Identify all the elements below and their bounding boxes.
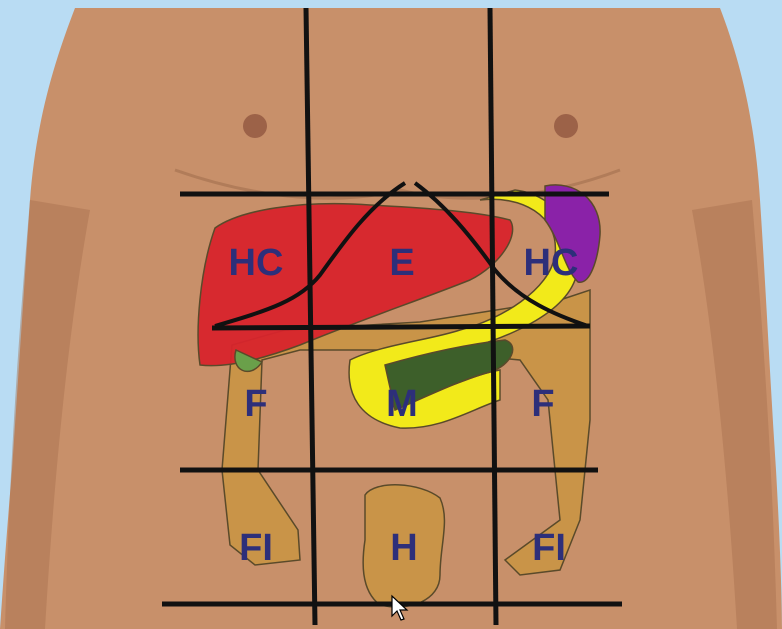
right-nipple xyxy=(243,114,267,138)
horizontal-line-costal-margin xyxy=(212,326,590,328)
label-left-iliac-fossa: FI xyxy=(532,527,566,569)
label-hypogastrium: H xyxy=(390,527,417,569)
label-left-flank: F xyxy=(531,383,554,425)
label-right-hypochondrium: HC xyxy=(229,242,284,284)
left-nipple xyxy=(554,114,578,138)
label-epigastrium: E xyxy=(389,242,414,284)
label-right-flank: F xyxy=(244,383,267,425)
label-right-iliac-fossa: FI xyxy=(239,527,273,569)
label-mesogastrium: M xyxy=(386,383,418,425)
label-left-hypochondrium: HC xyxy=(524,242,579,284)
